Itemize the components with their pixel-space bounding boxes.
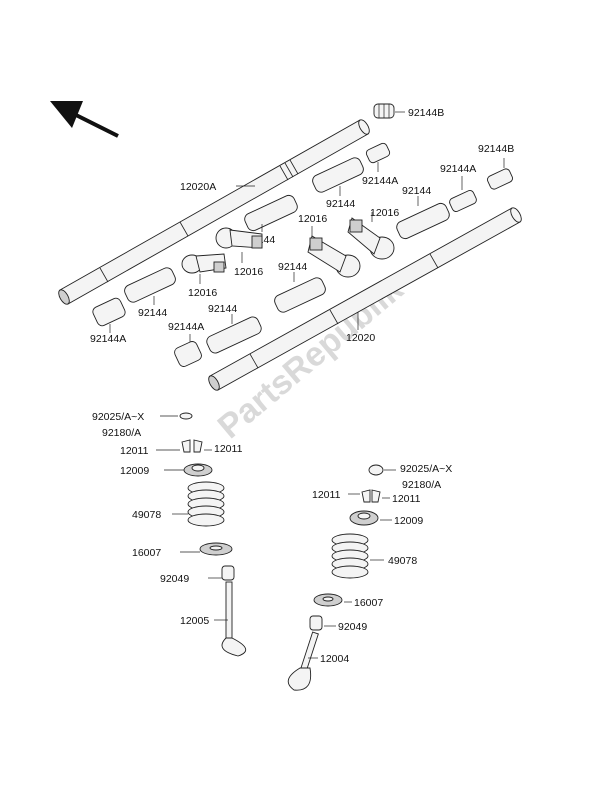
label-spring-92144a-right: 92144A: [440, 163, 476, 175]
label-spring-92144-5: 92144: [278, 261, 307, 273]
label-rocker-12016-4: 12016: [370, 207, 399, 219]
label-retainer-left: 12009: [120, 465, 149, 477]
label-retainer-right: 12009: [394, 515, 423, 527]
spring-92144-1: [124, 267, 176, 303]
label-valve-12005: 12005: [180, 615, 209, 627]
label-shim-right: 92025/A~X: [400, 463, 452, 475]
spring-92144a-right: [449, 190, 477, 212]
label-shaft-12020a: 12020A: [180, 181, 216, 193]
valve-12004: [287, 631, 319, 691]
label-valve-12004: 12004: [320, 653, 349, 665]
label-seat-right: 16007: [354, 597, 383, 609]
label-spring-92144-3: 92144: [326, 198, 355, 210]
label-seat-left: 16007: [132, 547, 161, 559]
valve-spring-right: [331, 533, 369, 579]
spring-92144-5: [274, 277, 326, 313]
spring-92144-2: [244, 194, 298, 232]
spring-92144a-mid: [365, 142, 391, 164]
label-vspring-left: 49078: [132, 509, 161, 521]
cotter-left: [181, 439, 203, 453]
label-bucket-left: 92180/A: [102, 427, 141, 439]
direction-arrow-icon: [50, 101, 119, 138]
label-spring-92144-6: 92144: [208, 303, 237, 315]
spring-92144-6: [206, 316, 262, 354]
label-cotter-left-a: 12011: [120, 445, 149, 457]
rocker-arm-12016-2: [215, 227, 263, 249]
rocker-shaft-12020a: [58, 119, 370, 305]
valve-spring-left: [187, 481, 225, 527]
cotter-right: [361, 489, 381, 503]
spring-92144b-top: [373, 103, 395, 119]
spring-92144a-bottom: [174, 341, 202, 367]
label-cotter-left-b: 12011: [214, 443, 243, 455]
valve-12005: [221, 581, 247, 657]
label-rocker-12016-1: 12016: [188, 287, 217, 299]
spring-92144-3: [312, 157, 364, 193]
label-shaft-12020: 12020: [346, 332, 375, 344]
label-vspring-right: 49078: [388, 555, 417, 567]
rocker-arm-12016-4: [347, 217, 395, 260]
label-spring-92144-4: 92144: [402, 185, 431, 197]
label-rocker-12016-2: 12016: [234, 266, 263, 278]
rocker-shaft-12020: [208, 207, 522, 391]
seat-left: [199, 542, 233, 556]
label-spring-92144a-mid: 92144A: [362, 175, 398, 187]
shim-left: [179, 412, 193, 420]
spring-92144-4: [396, 202, 450, 240]
label-shim-left: 92025/A~X: [92, 411, 144, 423]
shim-right: [368, 464, 384, 476]
rocker-arm-12016-3: [307, 235, 361, 278]
label-spring-92144b-top: 92144B: [408, 107, 444, 119]
label-rocker-12016-3: 12016: [298, 213, 327, 225]
label-seal-right: 92049: [338, 621, 367, 633]
spring-92144b-right: [487, 168, 513, 190]
seal-left: [221, 565, 235, 581]
rocker-arm-12016-1: [181, 253, 227, 274]
seal-right: [309, 615, 323, 631]
label-bucket-right: 92180/A: [402, 479, 441, 491]
spring-92144a-left-low: [92, 297, 126, 327]
label-cotter-right-b: 12011: [392, 493, 421, 505]
label-spring-92144b-right: 92144B: [478, 143, 514, 155]
label-seal-left: 92049: [160, 573, 189, 585]
label-spring-92144a-left-low: 92144A: [90, 333, 126, 345]
label-spring-92144-1: 92144: [138, 307, 167, 319]
retainer-left: [183, 463, 213, 477]
label-cotter-right-a: 12011: [312, 489, 341, 501]
seat-right: [313, 593, 343, 607]
retainer-right: [349, 510, 379, 526]
label-spring-92144a-bottom: 92144A: [168, 321, 204, 333]
